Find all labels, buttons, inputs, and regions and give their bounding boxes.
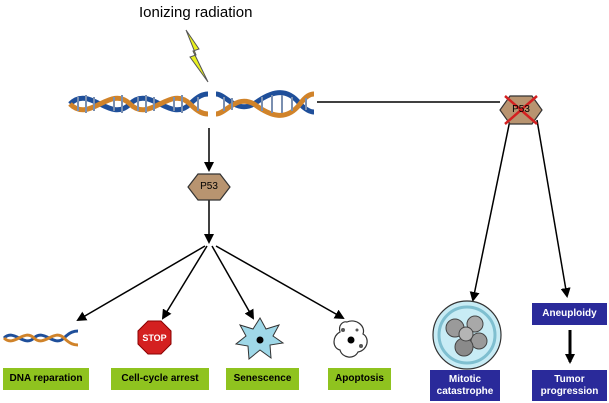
cross-icon xyxy=(504,95,538,125)
outcome-aneuploidy: Aneuploidy xyxy=(532,303,607,325)
mitotic-catastrophe-cell-icon xyxy=(432,300,502,370)
stop-sign-icon xyxy=(137,320,172,355)
dna-reparation-icon xyxy=(2,329,79,347)
diagram-title: Ionizing radiation xyxy=(139,4,253,21)
p53-mutant-label: P53 xyxy=(512,104,530,115)
outcome-mitotic-catastrophe: Mitotic catastrophe xyxy=(430,370,500,401)
p53-node xyxy=(187,173,231,201)
outcome-apoptosis: Apoptosis xyxy=(328,368,391,390)
dna-strand-left-icon xyxy=(68,91,209,117)
apoptosis-cell-icon xyxy=(333,320,368,358)
connectors xyxy=(76,101,575,364)
outcome-tumor-progression: Tumor progression xyxy=(532,370,607,401)
dna-strand-right-icon xyxy=(215,90,315,118)
outcome-cell-cycle-arrest: Cell-cycle arrest xyxy=(111,368,209,390)
outcome-senescence: Senescence xyxy=(226,368,299,390)
lightning-icon xyxy=(185,29,209,83)
senescence-cell-icon xyxy=(234,317,285,360)
stop-sign-label: STOP xyxy=(142,333,167,343)
outcome-dna-reparation: DNA reparation xyxy=(3,368,89,390)
p53-label: P53 xyxy=(200,181,218,192)
